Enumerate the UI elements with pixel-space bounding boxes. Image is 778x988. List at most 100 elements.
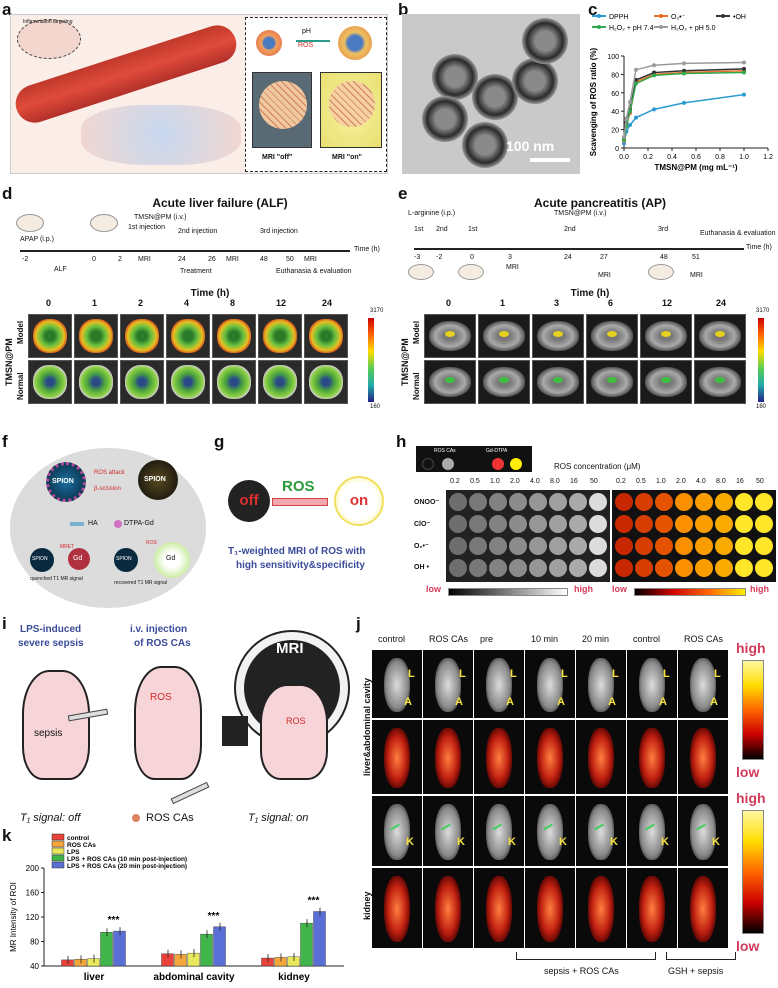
abdomen-marker: A bbox=[455, 696, 463, 708]
mri-label: MRI bbox=[690, 272, 703, 279]
x-axis-label: TMSN@PM (mg mL⁻¹) bbox=[654, 163, 737, 172]
mouse-scan bbox=[384, 728, 410, 788]
panel-e-letter: e bbox=[398, 184, 408, 203]
mri-label: MRI bbox=[598, 272, 611, 279]
row-normal-label: Normal bbox=[412, 372, 421, 400]
conc-label: 4.0 bbox=[696, 478, 706, 485]
spion-label: SPION bbox=[116, 556, 132, 562]
mouse-scan bbox=[486, 658, 512, 712]
bar bbox=[187, 952, 200, 967]
legend-gd-dtpa: Gd-DTPA bbox=[486, 448, 508, 454]
data-point bbox=[628, 109, 632, 114]
mri-scan-cell bbox=[28, 314, 72, 358]
mouse-icon bbox=[648, 264, 674, 280]
row-model-label: Model bbox=[412, 320, 421, 344]
liver-scan bbox=[171, 365, 205, 399]
bar bbox=[174, 954, 187, 967]
ha-label: HA bbox=[88, 520, 98, 527]
liver-marker: L bbox=[612, 668, 619, 680]
t1-on-label: T₁ signal: on bbox=[248, 812, 309, 824]
well-gray bbox=[509, 515, 527, 533]
y-tick-label: 20 bbox=[611, 128, 619, 135]
ros-row-label: ONOO⁻ bbox=[414, 499, 440, 506]
colorbar-d bbox=[368, 318, 374, 402]
sepsis-label: sepsis bbox=[34, 728, 63, 739]
well-heat bbox=[715, 537, 733, 555]
data-point bbox=[682, 71, 686, 76]
bar bbox=[200, 933, 213, 967]
ros-label: ROS bbox=[146, 540, 157, 546]
mri-scan-cell bbox=[212, 360, 256, 404]
y-tick-label: 40 bbox=[611, 109, 619, 116]
legend-marker bbox=[659, 14, 663, 18]
well-heat bbox=[615, 559, 633, 577]
ros-cas-label: ROS CAs bbox=[146, 812, 194, 824]
data-point bbox=[622, 137, 626, 142]
data-point bbox=[742, 66, 746, 71]
j-image-cell: K bbox=[474, 796, 524, 866]
mri-scan-cell bbox=[166, 314, 210, 358]
second-inj-label: 2nd injection bbox=[178, 228, 218, 235]
mri-scan-cell bbox=[694, 360, 746, 404]
liver-marker: L bbox=[510, 668, 517, 680]
legend-swatch bbox=[51, 840, 65, 848]
data-point bbox=[624, 116, 629, 121]
panel-b-letter: b bbox=[398, 0, 409, 19]
conc-label: 16 bbox=[736, 478, 744, 485]
data-point bbox=[634, 115, 638, 120]
inflammation-inset bbox=[17, 19, 81, 59]
legend-swatch bbox=[51, 861, 65, 869]
mouse-scan bbox=[588, 728, 614, 788]
mri-scan-cell bbox=[424, 314, 476, 358]
mri-scan-cell bbox=[74, 360, 118, 404]
data-point bbox=[682, 61, 686, 66]
well-gray bbox=[509, 559, 527, 577]
x-tick-label: 0.2 bbox=[643, 154, 653, 161]
j-col-label: 20 min bbox=[582, 634, 610, 644]
ros-label: ROS bbox=[150, 692, 172, 703]
well-gray bbox=[569, 559, 587, 577]
group2-label: GSH + sepsis bbox=[668, 966, 724, 976]
mouse-scan bbox=[384, 658, 410, 712]
g-caption-2: high sensitivity&specificity bbox=[236, 560, 365, 571]
mri-scan-cell bbox=[28, 360, 72, 404]
mouse-scan bbox=[588, 804, 614, 860]
x-tick-label: 1.2 bbox=[763, 154, 773, 161]
on-circle: on bbox=[334, 476, 384, 526]
panel-h-letter: h bbox=[396, 432, 407, 451]
mouse-scan bbox=[588, 876, 614, 942]
legend-label: LPS + ROS CAs (20 min post-injection) bbox=[67, 863, 187, 870]
well-gray bbox=[569, 515, 587, 533]
legend-label: LPS bbox=[67, 849, 80, 856]
signal-spot bbox=[607, 331, 617, 337]
panel-j-letter: j bbox=[356, 614, 361, 633]
well-heat bbox=[715, 515, 733, 533]
legend-swatch bbox=[51, 833, 65, 841]
legend-label: ROS CAs bbox=[67, 842, 96, 849]
liver-scan bbox=[309, 365, 343, 399]
panel-a-letter: a bbox=[2, 0, 12, 19]
mouse-scan bbox=[435, 658, 461, 712]
mouse-scan bbox=[435, 876, 461, 942]
tmsn-label: TMSN@PM (i.v.) bbox=[134, 214, 187, 221]
mouse-scan bbox=[690, 658, 716, 712]
data-point bbox=[742, 60, 746, 65]
j-image-cell bbox=[423, 720, 473, 794]
well-heat bbox=[715, 559, 733, 577]
y-tick-label: 60 bbox=[611, 91, 619, 98]
time-col-label: 0 bbox=[446, 298, 452, 308]
panel-f-letter: f bbox=[2, 432, 8, 451]
panel-d-letter: d bbox=[2, 184, 13, 203]
conc-label: 50 bbox=[756, 478, 764, 485]
row-normal-label: Normal bbox=[16, 372, 25, 400]
apap-label: APAP (i.p.) bbox=[20, 236, 54, 243]
abdomen-marker: A bbox=[659, 696, 667, 708]
bar bbox=[87, 958, 100, 967]
well-heat bbox=[735, 493, 753, 511]
mri-scan-cell bbox=[532, 360, 584, 404]
well-gray bbox=[529, 559, 547, 577]
h-heat-bar bbox=[634, 588, 746, 596]
x-tick-label: 0.8 bbox=[715, 154, 725, 161]
legend-label: DPPH bbox=[609, 14, 628, 21]
